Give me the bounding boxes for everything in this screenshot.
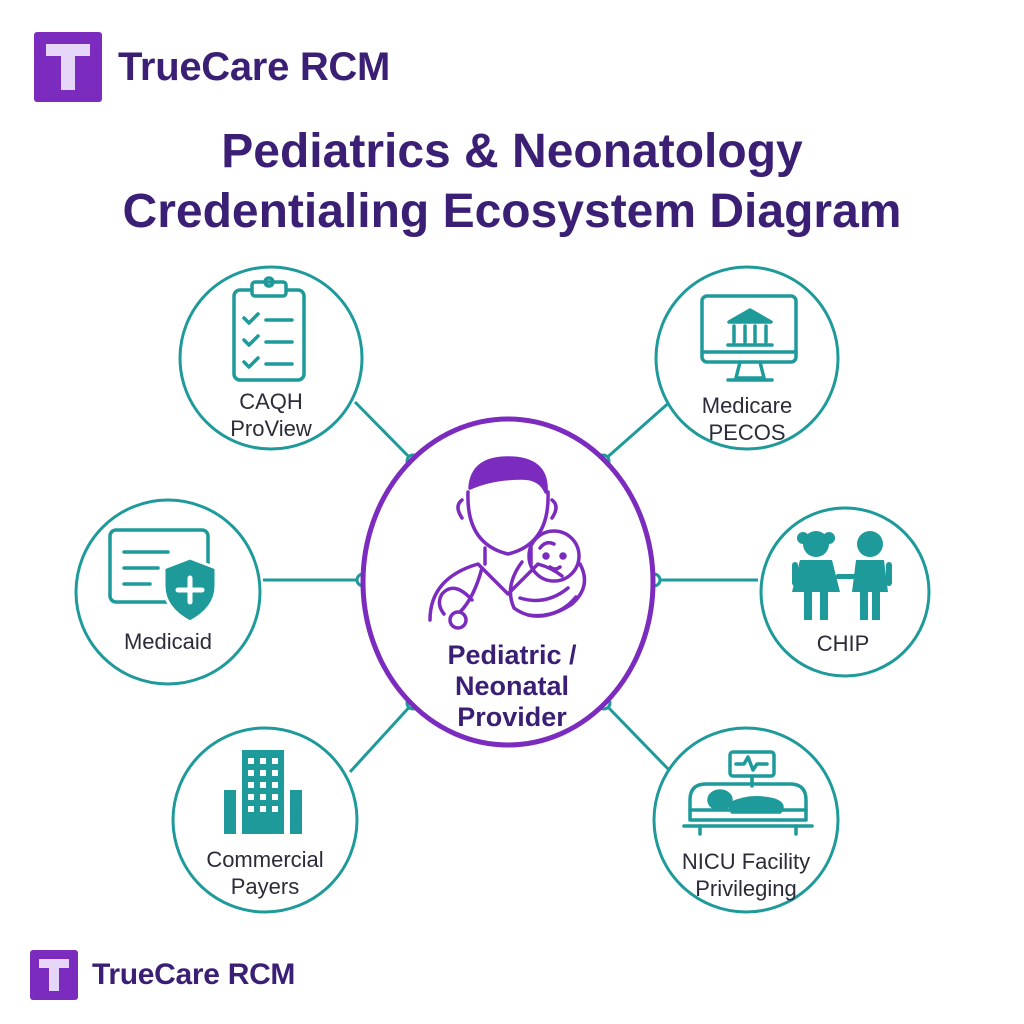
commercial-line-2: Payers [230, 874, 300, 899]
connector-commercial [348, 701, 415, 774]
doctor-holding-baby-icon [428, 456, 587, 630]
monitor-bank-icon [700, 294, 798, 382]
children-icon [792, 531, 892, 620]
medicaid-line-1: Medicaid [123, 629, 213, 654]
node-caqh-label: CAQH ProView [191, 388, 351, 442]
node-medicare-label: Medicare PECOS [667, 392, 827, 446]
center-line-3: Provider [457, 702, 567, 732]
header-logo: TrueCare RCM [34, 32, 390, 102]
nicu-line-1: NICU Facility [681, 849, 811, 874]
incubator-icon [682, 750, 814, 836]
page-title: Pediatrics & Neonatology Credentialing E… [0, 122, 1024, 242]
title-line-2: Credentialing Ecosystem Diagram [122, 185, 902, 238]
caqh-line-2: ProView [230, 416, 312, 441]
footer-logo: TrueCare RCM [30, 950, 295, 1000]
connector-nicu [602, 701, 673, 774]
node-chip-label: CHIP [763, 630, 923, 657]
center-provider-circle [360, 416, 656, 748]
connector-medicare [602, 398, 673, 463]
clipboard-checklist-icon [232, 276, 306, 382]
medicare-line-2: PECOS [708, 420, 786, 445]
node-chip-circle [759, 506, 931, 678]
medicare-line-1: Medicare [701, 393, 793, 418]
node-medicaid-label: Medicaid [88, 628, 248, 655]
footer-brand-name: TrueCare RCM [92, 958, 296, 991]
nicu-line-2: Privileging [695, 876, 797, 901]
logo-t-icon [30, 950, 78, 1000]
office-building-icon [224, 750, 302, 834]
chip-line-1: CHIP [816, 631, 870, 656]
commercial-line-1: Commercial [206, 847, 324, 872]
brand-name: TrueCare RCM [118, 44, 391, 89]
node-nicu-label: NICU Facility Privileging [666, 848, 826, 902]
center-provider-label: Pediatric / Neonatal Provider [412, 640, 612, 733]
center-line-2: Neonatal [454, 671, 570, 701]
id-card-shield-icon [108, 528, 218, 624]
center-line-1: Pediatric / [447, 640, 577, 670]
caqh-line-1: CAQH [239, 389, 303, 414]
connector-caqh [353, 400, 415, 463]
node-commercial-label: Commercial Payers [185, 846, 345, 900]
node-caqh-circle [178, 265, 364, 451]
logo-t-icon [34, 32, 102, 102]
title-line-1: Pediatrics & Neonatology [221, 125, 803, 178]
